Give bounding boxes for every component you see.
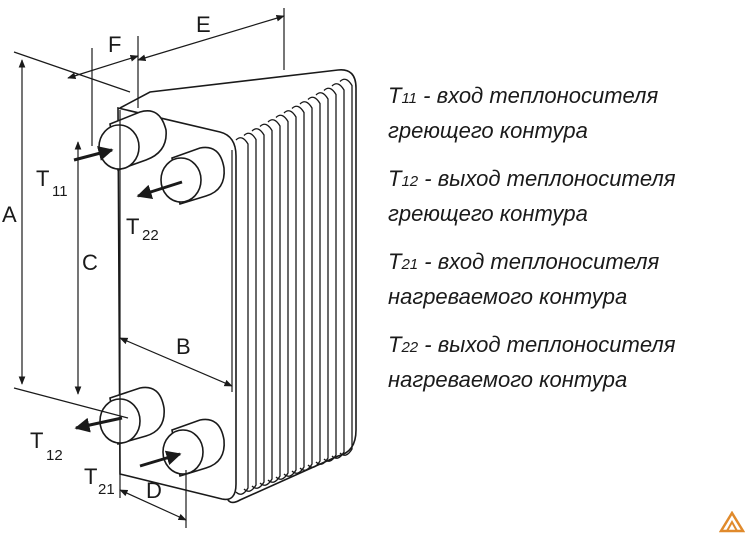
dim-label-c: C [82, 250, 98, 275]
dimension-lines [13, 8, 285, 528]
svg-text:T: T [126, 214, 139, 239]
port-label-t12: T 12 [30, 428, 63, 464]
legend-item-t21: T21 - вход теплоносителя нагреваемого ко… [388, 246, 748, 313]
legend-item-t11: T11 - вход теплоносителя греющего контур… [388, 80, 748, 147]
port-label-t11: T 11 [36, 166, 68, 200]
dim-label-f: F [108, 32, 121, 57]
plate-edge [339, 78, 353, 456]
flow-arrow-t22 [136, 180, 183, 200]
svg-text:T: T [84, 464, 97, 489]
plate-edge [307, 96, 321, 468]
flow-arrow-t12 [74, 416, 123, 433]
dim-line-b [119, 337, 233, 387]
plate-edge [299, 101, 313, 471]
legend-line: греющего контура [388, 201, 588, 226]
legend-line: T12 - выход теплоносителя [388, 166, 676, 191]
legend-item-t22: T22 - выход теплоносителя нагреваемого к… [388, 329, 748, 396]
logo-icon [719, 511, 745, 533]
plate-fins [235, 78, 353, 495]
flow-arrow-t21 [139, 450, 182, 468]
svg-text:12: 12 [46, 447, 63, 464]
plate-edge [315, 92, 329, 465]
plate-edge [259, 123, 273, 486]
dim-line-d [119, 489, 187, 521]
svg-text:T: T [30, 428, 43, 453]
plate-edge [283, 110, 297, 477]
plate-edge [291, 105, 305, 474]
dim-label-e: E [196, 12, 211, 37]
port-label-t22: T 22 [126, 214, 159, 244]
svg-text:T: T [36, 166, 49, 191]
legend-item-t12: T12 - выход теплоносителя греющего конту… [388, 163, 748, 230]
legend-line: греющего контура [388, 118, 588, 143]
plate-edge [251, 128, 265, 489]
nozzle-t12 [99, 386, 165, 446]
legend-line: нагреваемого контура [388, 367, 628, 392]
plate-edge [331, 83, 345, 459]
svg-text:11: 11 [52, 183, 68, 200]
legend-line: T11 - вход теплоносителя [388, 83, 659, 108]
svg-text:21: 21 [98, 481, 115, 498]
plate-edge [323, 87, 337, 462]
legend-line: нагреваемого контура [388, 284, 628, 309]
legend: T11 - вход теплоносителя греющего контур… [388, 80, 748, 412]
plate-edge [275, 114, 289, 480]
legend-line: T22 - выход теплоносителя [388, 332, 676, 357]
plate-edge [243, 132, 257, 492]
legend-line: T21 - вход теплоносителя [388, 249, 660, 274]
dim-label-b: B [176, 334, 191, 359]
port-label-t21: T 21 [84, 464, 115, 498]
dim-line-e [137, 14, 285, 62]
svg-text:22: 22 [142, 227, 159, 244]
dim-label-a: A [2, 202, 17, 227]
dim-label-d: D [146, 478, 162, 503]
nozzle-t22 [160, 146, 225, 206]
plate-edge [267, 119, 281, 483]
plate-edge [235, 137, 249, 495]
dim-line-f [67, 55, 139, 79]
